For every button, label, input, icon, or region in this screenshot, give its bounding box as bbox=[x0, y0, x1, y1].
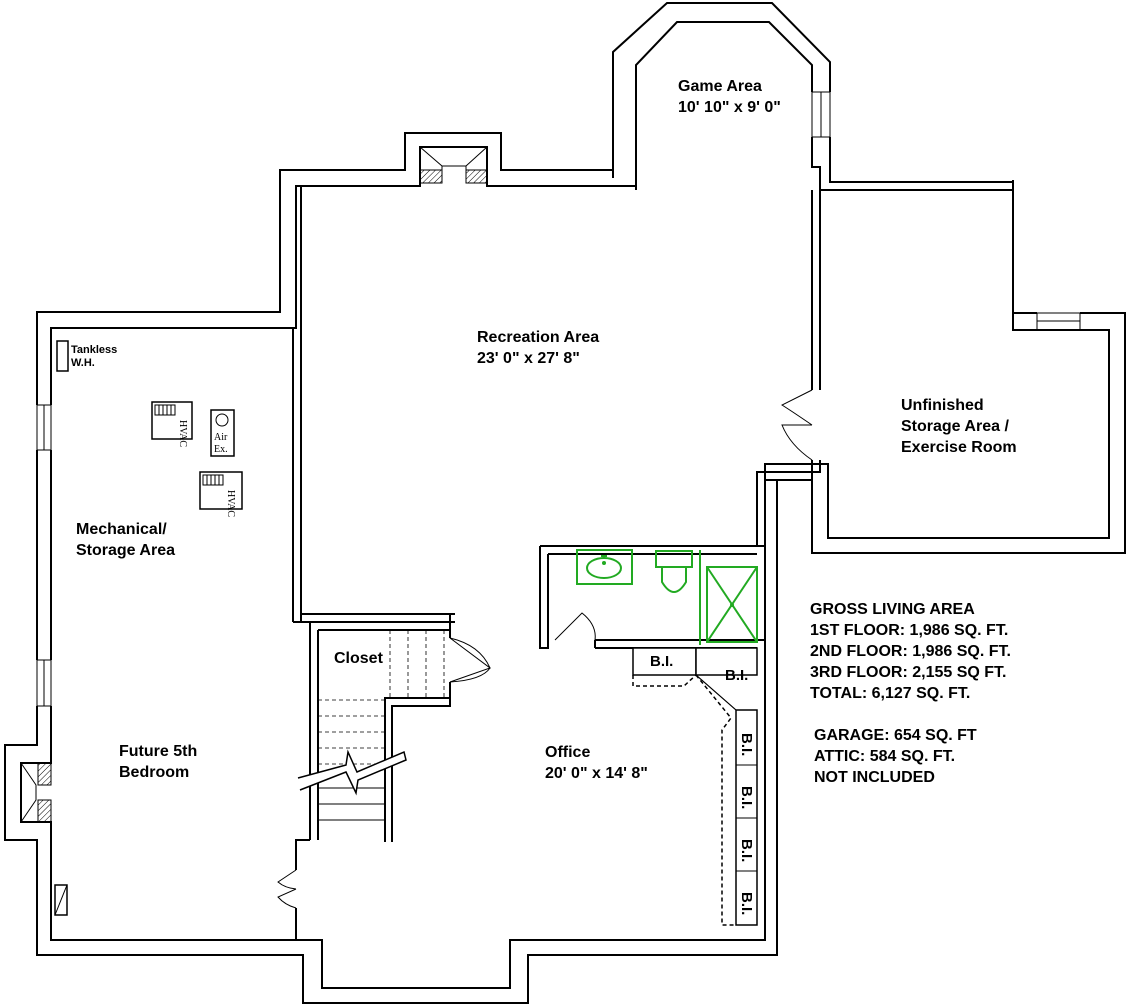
bedroom-line1: Future 5th bbox=[119, 743, 197, 760]
builtin-label: B.I. bbox=[738, 733, 755, 756]
exterior-walls bbox=[4, 2, 1126, 1004]
unfinished-line3: Exercise Room bbox=[901, 439, 1017, 456]
fireplace-left bbox=[20, 762, 52, 823]
builtin-label: B.I. bbox=[738, 839, 755, 862]
recreation-area-dims: 23' 0" x 27' 8" bbox=[477, 350, 580, 367]
area-summary-line: TOTAL: 6,127 SQ. FT. bbox=[810, 685, 970, 702]
mechanical-line1: Mechanical/ bbox=[76, 521, 167, 538]
tankless-line2: W.H. bbox=[71, 357, 95, 369]
area-summary-title: GROSS LIVING AREA bbox=[810, 601, 975, 618]
mechanical-line2: Storage Area bbox=[76, 542, 175, 559]
bedroom-line2: Bedroom bbox=[119, 764, 189, 781]
recreation-area-name: Recreation Area bbox=[477, 329, 599, 346]
excluded-line: ATTIC: 584 SQ. FT. bbox=[814, 748, 955, 765]
builtin-label: B.I. bbox=[738, 892, 755, 915]
equipment-labels: Tankless W.H. HVAC HVAC Air Ex. bbox=[71, 344, 236, 517]
bathroom-fixtures bbox=[576, 549, 758, 645]
unfinished-line1: Unfinished bbox=[901, 397, 984, 414]
mechanical-equipment bbox=[54, 340, 243, 916]
area-summary: GROSS LIVING AREA 1ST FLOOR: 1,986 SQ. F… bbox=[810, 601, 1011, 786]
office-dims: 20' 0" x 14' 8" bbox=[545, 765, 648, 782]
builtin-label: B.I. bbox=[738, 786, 755, 809]
game-area-name: Game Area bbox=[678, 78, 762, 95]
doors bbox=[277, 389, 813, 909]
air-ex-line1: Air bbox=[214, 432, 228, 443]
fireplace-top bbox=[419, 146, 488, 184]
built-ins bbox=[632, 647, 758, 926]
office-name: Office bbox=[545, 744, 590, 761]
toilet-icon bbox=[655, 550, 693, 568]
builtin-labels: B.I. B.I. B.I. B.I. B.I. B.I. bbox=[650, 653, 755, 915]
unfinished-line2: Storage Area / bbox=[901, 418, 1009, 435]
area-summary-line: 3RD FLOOR: 2,155 SQ FT. bbox=[810, 664, 1006, 681]
hvac-label: HVAC bbox=[177, 420, 188, 447]
air-ex-line2: Ex. bbox=[214, 444, 228, 455]
builtin-label: B.I. bbox=[725, 667, 748, 684]
excluded-line: GARAGE: 654 SQ. FT bbox=[814, 727, 977, 744]
sink-icon bbox=[576, 549, 633, 585]
closet-name: Closet bbox=[334, 650, 384, 667]
tankless-line1: Tankless bbox=[71, 344, 117, 356]
game-area-dims: 10' 10" x 9' 0" bbox=[678, 99, 781, 116]
hvac-label: HVAC bbox=[225, 490, 236, 517]
area-summary-line: 1ST FLOOR: 1,986 SQ. FT. bbox=[810, 622, 1008, 639]
room-labels: Game Area 10' 10" x 9' 0" Recreation Are… bbox=[76, 78, 1017, 782]
interior-walls bbox=[292, 186, 821, 941]
excluded-line: NOT INCLUDED bbox=[814, 769, 935, 786]
builtin-label: B.I. bbox=[650, 653, 673, 670]
area-summary-line: 2ND FLOOR: 1,986 SQ. FT. bbox=[810, 643, 1011, 660]
staircase bbox=[297, 630, 445, 821]
shower-icon bbox=[706, 566, 758, 643]
water-heater-icon bbox=[56, 340, 69, 372]
